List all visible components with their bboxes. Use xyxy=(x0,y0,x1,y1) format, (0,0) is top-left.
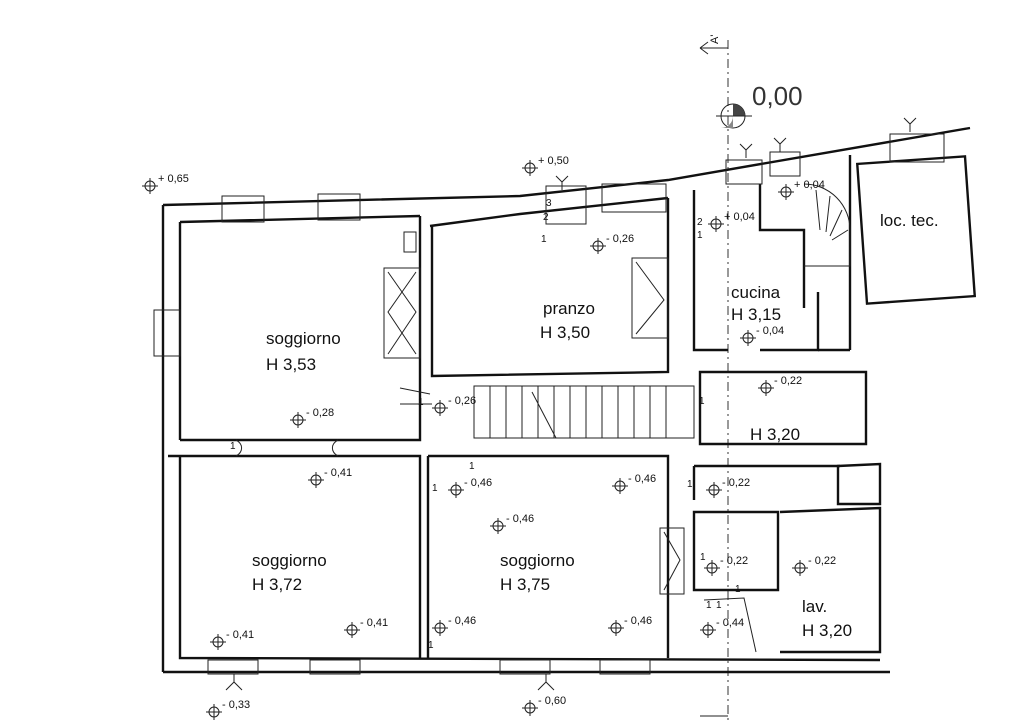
room-name: soggiorno xyxy=(266,329,341,348)
room-height: H 3,50 xyxy=(540,323,590,342)
step-mark: 1 xyxy=(230,441,236,452)
step-mark: 2 xyxy=(697,217,703,228)
windows xyxy=(153,133,945,675)
level-marker: - 0,41 xyxy=(210,629,254,650)
level-marker: - 0,22 xyxy=(758,375,802,396)
level-value: - 0,46 xyxy=(448,615,476,627)
level-value: - 0,22 xyxy=(808,555,836,567)
level-marker: - 0,46 xyxy=(490,513,534,534)
level-marker: - 0,04 xyxy=(740,325,784,346)
room-name: cucina xyxy=(731,283,781,302)
room-height: H 3,75 xyxy=(500,575,550,594)
level-value: - 0,46 xyxy=(506,513,534,525)
room-labels: soggiorno H 3,53 pranzo H 3,50 cucina H … xyxy=(252,211,939,640)
level-marker: - 0,46 xyxy=(608,615,652,636)
room-height: H 3,72 xyxy=(252,575,302,594)
vent-symbols xyxy=(225,117,917,691)
level-value: - 0,41 xyxy=(324,467,352,479)
level-value: - 0,46 xyxy=(628,473,656,485)
room-height: H 3,20 xyxy=(802,621,852,640)
level-value: - 0,33 xyxy=(222,699,250,711)
step-marks: 3 2 1 2 1 1 1 1 1 1 1 1 1 1 1 1 xyxy=(230,198,741,651)
step-mark: 1 xyxy=(687,479,693,490)
step-mark: 2 xyxy=(543,212,549,223)
level-value: - 0,46 xyxy=(624,615,652,627)
level-marker: + 0,04 xyxy=(708,211,755,232)
level-value: - 0,46 xyxy=(464,477,492,489)
level-value: - 0,26 xyxy=(448,395,476,407)
level-marker: - 0,26 xyxy=(432,395,476,416)
level-marker: + 0,04 xyxy=(778,179,825,200)
datum-symbol: 0,00 xyxy=(716,81,803,129)
level-value: - 0,41 xyxy=(360,617,388,629)
step-mark: 1 xyxy=(699,396,705,407)
level-marker: - 0,22 xyxy=(792,555,836,576)
datum-value: 0,00 xyxy=(752,81,803,111)
level-marker: - 0,46 xyxy=(448,477,492,498)
section-label: A' xyxy=(709,35,721,44)
level-value: - 0,41 xyxy=(226,629,254,641)
step-mark: 1 xyxy=(700,552,706,563)
step-mark: 1 xyxy=(541,234,547,245)
level-value: - 0,60 xyxy=(538,695,566,707)
room-name: pranzo xyxy=(543,299,595,318)
room-name: soggiorno xyxy=(252,551,327,570)
step-mark: 1 xyxy=(428,640,434,651)
staircase xyxy=(473,385,695,439)
step-mark: 1 xyxy=(735,584,741,595)
spiral-stair xyxy=(803,183,851,267)
level-marker: - 0,41 xyxy=(344,617,388,638)
level-value: - 0,44 xyxy=(716,617,744,629)
level-value: - 0,22 xyxy=(774,375,802,387)
room-height: H 3,15 xyxy=(731,305,781,324)
level-value: - 0,26 xyxy=(606,233,634,245)
step-mark: 1 xyxy=(716,600,722,611)
level-marker: - 0,44 xyxy=(700,617,744,638)
step-mark: 1 xyxy=(469,461,475,472)
room-name: lav. xyxy=(802,597,827,616)
level-marker: - 0,41 xyxy=(308,467,352,488)
level-value: + 0,04 xyxy=(794,179,825,191)
level-markers: + 0,65 + 0,50 - 0,26 + 0,04 - 0,04 + 0,0… xyxy=(142,155,836,720)
level-marker: - 0,22 xyxy=(704,555,748,576)
level-marker: - 0,46 xyxy=(612,473,656,494)
room-height: H 3,20 xyxy=(750,425,800,444)
level-value: - 0,22 xyxy=(722,477,750,489)
level-value: + 0,65 xyxy=(158,173,189,185)
level-marker: - 0,22 xyxy=(706,477,750,498)
step-mark: 1 xyxy=(697,230,703,241)
level-value: + 0,04 xyxy=(724,211,755,223)
level-marker: + 0,65 xyxy=(142,173,189,194)
level-marker: - 0,33 xyxy=(206,699,250,720)
level-value: - 0,04 xyxy=(756,325,784,337)
step-mark: 1 xyxy=(432,483,438,494)
room-name: loc. tec. xyxy=(880,211,939,230)
level-marker: - 0,46 xyxy=(432,615,476,636)
level-value: - 0,22 xyxy=(720,555,748,567)
level-value: + 0,50 xyxy=(538,155,569,167)
level-value: - 0,28 xyxy=(306,407,334,419)
step-mark: 3 xyxy=(546,198,552,209)
step-mark: 1 xyxy=(418,397,424,408)
level-marker: + 0,50 xyxy=(522,155,569,176)
room-height: H 3,53 xyxy=(266,355,316,374)
room-name: soggiorno xyxy=(500,551,575,570)
fireplaces xyxy=(383,231,685,595)
level-marker: - 0,60 xyxy=(522,695,566,716)
level-marker: - 0,28 xyxy=(290,407,334,428)
level-marker: - 0,26 xyxy=(590,233,634,254)
step-mark: 1 xyxy=(706,600,712,611)
section-line: A' xyxy=(699,35,729,722)
door-openings xyxy=(235,387,757,653)
